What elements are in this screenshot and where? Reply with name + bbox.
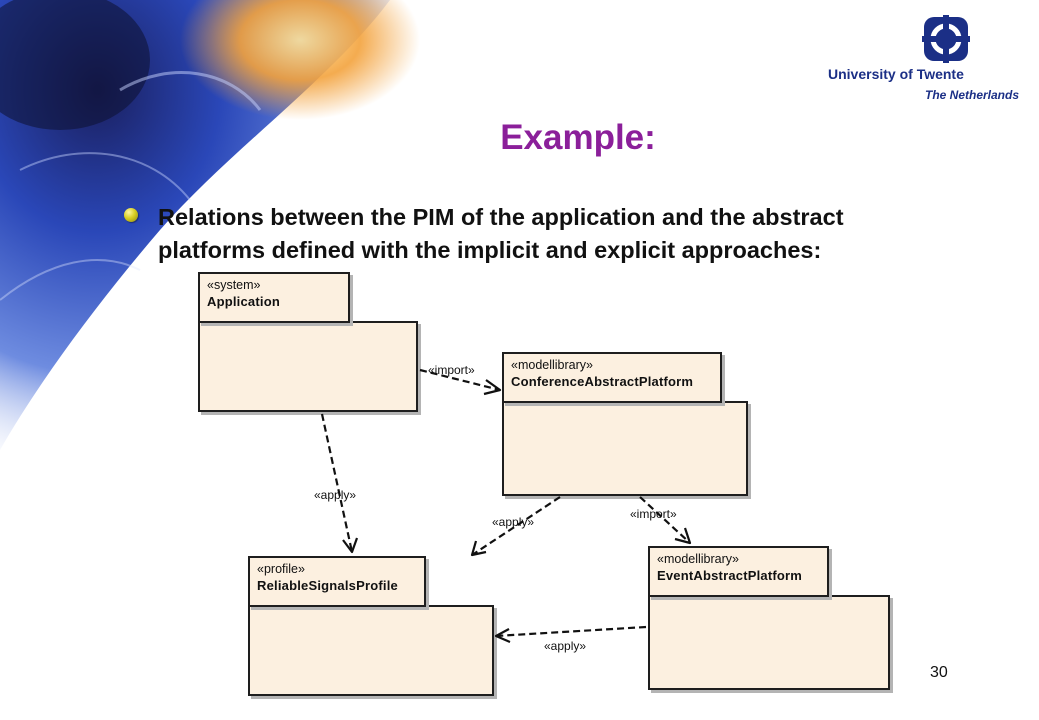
edge-label-import: «import» <box>630 507 677 521</box>
university-logo-icon <box>922 15 970 63</box>
edge-label-import: «import» <box>428 363 475 377</box>
edge-label-apply: «apply» <box>492 515 535 529</box>
university-name: University of Twente <box>828 66 964 82</box>
edge-label-apply: «apply» <box>544 639 587 653</box>
package-body <box>248 605 494 696</box>
bullet-line-2: platforms defined with the implicit and … <box>158 237 822 263</box>
package-name: ReliableSignalsProfile <box>257 578 398 593</box>
package-name: Application <box>207 294 280 309</box>
university-country: The Netherlands <box>925 88 1020 102</box>
package-body <box>648 595 890 690</box>
package-stereotype: «modellibrary» <box>511 358 593 372</box>
package-stereotype: «profile» <box>257 562 305 576</box>
package-body <box>502 401 748 496</box>
package-name: ConferenceAbstractPlatform <box>511 374 694 389</box>
package-tab: «profile» ReliableSignalsProfile <box>248 556 426 607</box>
page-number: 30 <box>930 664 948 681</box>
package-body <box>198 321 418 412</box>
slide-title: Example: <box>500 118 656 157</box>
package-stereotype: «system» <box>207 278 261 292</box>
package-stereotype: «modellibrary» <box>657 552 739 566</box>
bullet-line-1: Relations between the PIM of the applica… <box>158 204 844 230</box>
package-name: EventAbstractPlatform <box>657 568 803 583</box>
package-tab: «modellibrary» ConferenceAbstractPlatfor… <box>502 352 722 403</box>
edge-label-apply: «apply» <box>314 488 357 502</box>
bullet-icon <box>124 208 138 222</box>
bullet-text: Relations between the PIM of the applica… <box>158 201 978 267</box>
package-tab: «system» Application <box>198 272 350 323</box>
package-tab: «modellibrary» EventAbstractPlatform <box>648 546 829 597</box>
